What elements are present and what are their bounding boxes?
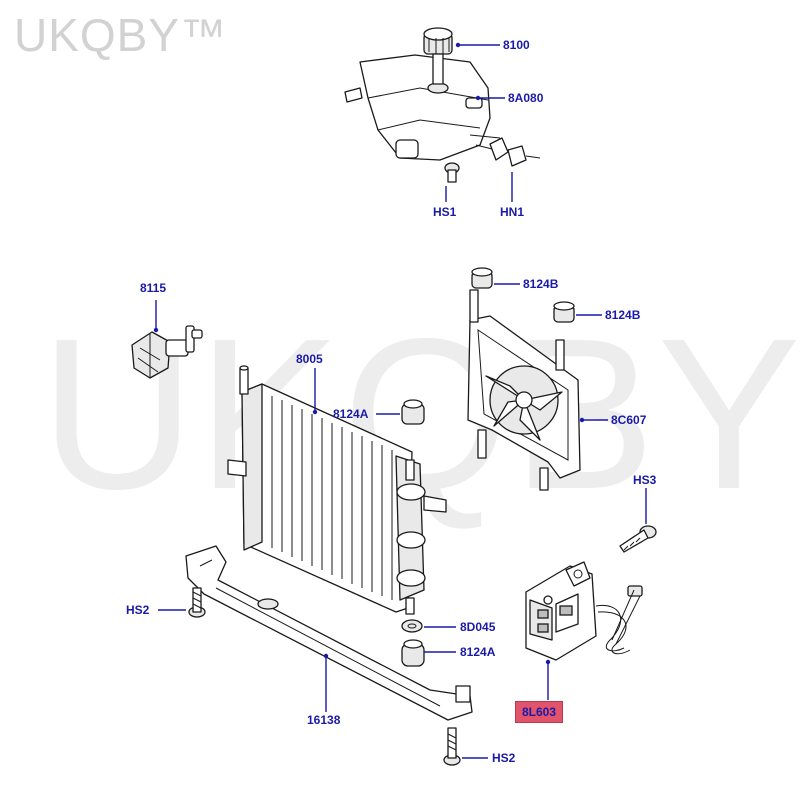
corner-watermark: UKQBY™ (14, 9, 228, 61)
fan-resistor-8L603-part[interactable] (525, 561, 643, 661)
callout-8C607[interactable]: 8C607 (611, 413, 647, 427)
screw-hs1-part[interactable] (444, 162, 460, 183)
tank-cap-part[interactable] (423, 27, 453, 85)
callout-hs1[interactable]: HS1 (433, 205, 457, 219)
callout-8A080[interactable]: 8A080 (508, 91, 544, 105)
callout-8L603-highlighted[interactable]: 8L603 (515, 701, 564, 723)
screw-hs2-bottom-part[interactable] (443, 727, 461, 766)
callout-hn1[interactable]: HN1 (500, 205, 525, 219)
callout-8005[interactable]: 8005 (296, 352, 323, 366)
clip-hn1-part[interactable] (489, 137, 541, 167)
callout-8124b-second[interactable]: 8124B (605, 308, 641, 322)
callout-8124b-top[interactable]: 8124B (523, 277, 559, 291)
callout-8D045[interactable]: 8D045 (460, 620, 496, 634)
mount-8124a-upper-part[interactable] (401, 399, 425, 425)
callout-8115[interactable]: 8115 (140, 281, 167, 295)
callout-8124a-upper[interactable]: 8124A (333, 407, 369, 421)
callout-8124a-lower[interactable]: 8124A (460, 645, 496, 659)
radiator-8005-part[interactable] (227, 365, 447, 615)
mount-8124a-lower-part[interactable] (401, 639, 425, 667)
washer-8D045-part[interactable] (401, 619, 423, 633)
expansion-tank-part[interactable] (344, 54, 501, 161)
bolt-hs3-part[interactable] (619, 525, 657, 553)
callout-8100[interactable]: 8100 (503, 38, 530, 52)
callout-hs3[interactable]: HS3 (633, 473, 657, 487)
screw-hs2-left-part[interactable] (188, 587, 206, 618)
cap-8124b-second-part[interactable] (553, 301, 575, 323)
callout-16138[interactable]: 16138 (307, 713, 341, 727)
fan-shroud-8C607-part[interactable] (467, 289, 581, 491)
callout-hs2-left[interactable]: HS2 (126, 603, 150, 617)
callout-hs2-bottom[interactable]: HS2 (492, 751, 516, 765)
drain-plug-8115-part[interactable] (131, 325, 203, 379)
cap-8124b-top-part[interactable] (471, 267, 493, 289)
